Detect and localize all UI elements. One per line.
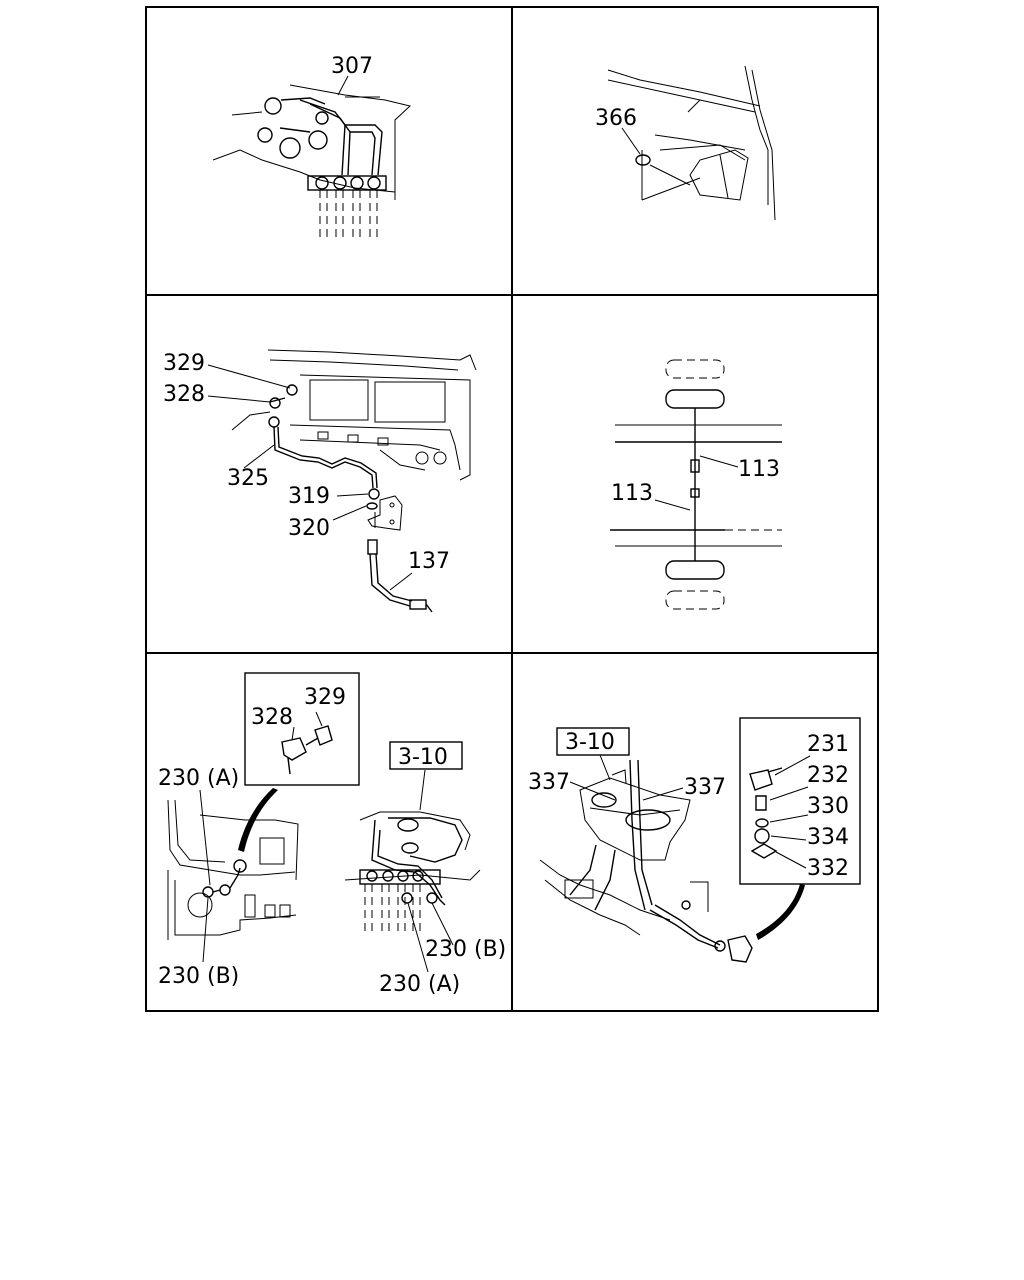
panel-middle-left: 329 328 325 319 320 137 — [163, 349, 477, 613]
label-113-upper: 113 — [738, 457, 780, 482]
panel-middle-right-drawing — [610, 359, 782, 610]
label-137: 137 — [408, 549, 450, 574]
label-337-left: 337 — [528, 770, 570, 795]
label-329: 329 — [163, 351, 205, 376]
label-332: 332 — [807, 856, 849, 881]
label-231: 231 — [807, 732, 849, 757]
label-230b-right: 230 (B) — [425, 937, 506, 962]
label-325: 325 — [227, 466, 269, 491]
label-334: 334 — [807, 825, 849, 850]
label-inset-329: 329 — [304, 685, 346, 710]
panel-bottom-right-drawing — [539, 717, 861, 963]
label-320: 320 — [288, 516, 330, 541]
label-inset-328: 328 — [251, 705, 293, 730]
panel-bottom-right: 3-10 337 337 231 232 330 334 332 — [528, 717, 861, 963]
label-230a-left: 230 (A) — [158, 766, 239, 791]
label-230b-left: 230 (B) — [158, 964, 239, 989]
panel-top-left-drawing — [212, 75, 412, 242]
label-ref-3-10-right: 3-10 — [565, 730, 615, 755]
label-328: 328 — [163, 382, 205, 407]
panel-top-left: 307 — [212, 54, 412, 242]
label-307: 307 — [331, 54, 373, 79]
label-ref-3-10-left: 3-10 — [398, 745, 448, 770]
diagram-grid — [145, 6, 879, 1012]
label-366: 366 — [595, 106, 637, 131]
label-337-right: 337 — [684, 775, 726, 800]
inset-box-328-329 — [244, 672, 360, 786]
label-330: 330 — [807, 794, 849, 819]
panel-top-right: 366 — [595, 65, 776, 221]
grommet-366 — [635, 154, 651, 166]
ref-box-3-10-right — [556, 727, 630, 756]
panel-bottom-left-drawing — [167, 672, 481, 973]
label-319: 319 — [288, 484, 330, 509]
label-113-lower: 113 — [611, 481, 653, 506]
panel-bottom-left: 328 329 3-10 230 (A) 230 (B) 230 (B) 230… — [158, 672, 506, 997]
panel-top-right-drawing — [607, 65, 776, 221]
panel-middle-right: 113 113 — [610, 359, 782, 610]
panel-middle-left-drawing — [207, 349, 477, 613]
ref-box-3-10-left — [389, 741, 463, 770]
label-232: 232 — [807, 763, 849, 788]
label-230a-right: 230 (A) — [379, 972, 460, 997]
